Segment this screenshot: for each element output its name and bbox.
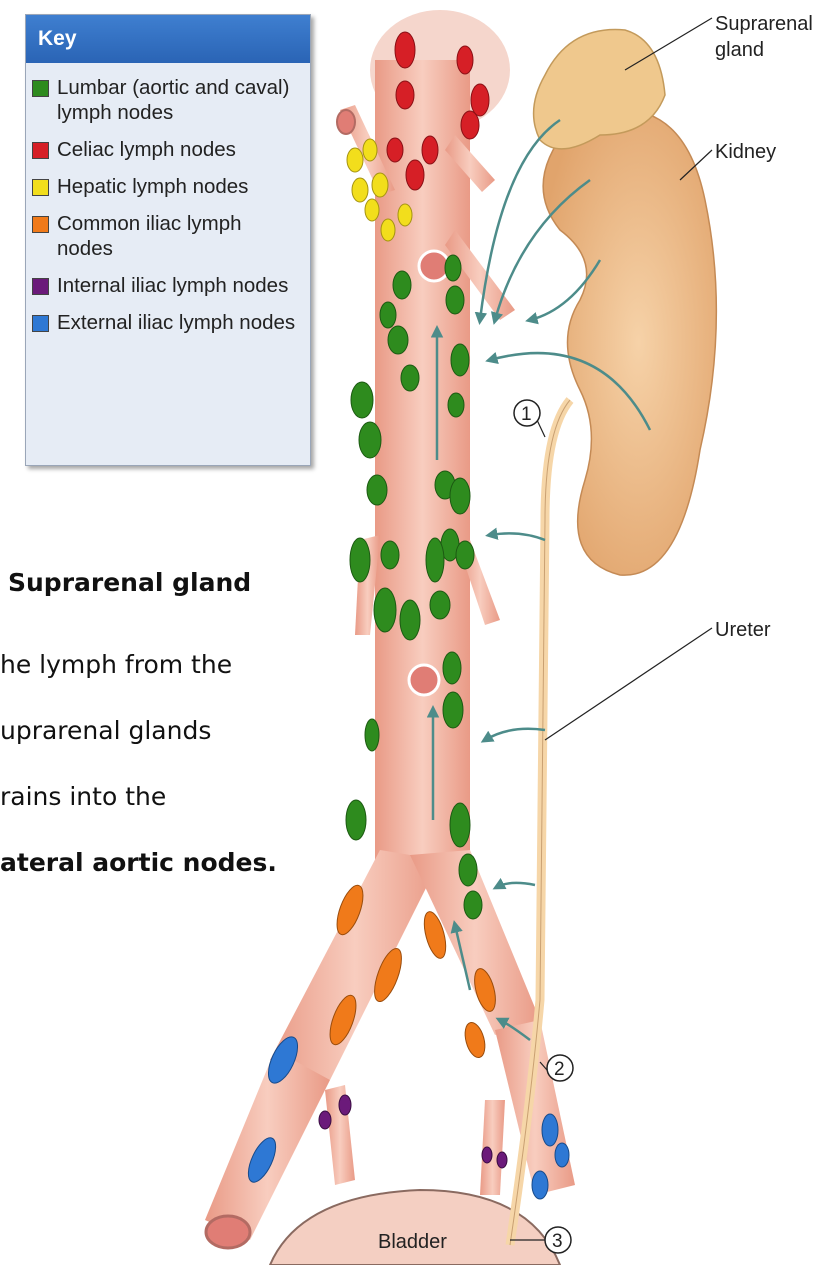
legend-item-common-iliac: Common iliac lymph nodes xyxy=(32,211,310,261)
legend-item-hepatic: Hepatic lymph nodes xyxy=(32,174,310,199)
legend-label-lumbar: Lumbar (aortic and caval) lymph nodes xyxy=(57,75,297,125)
legend-swatch-hepatic xyxy=(32,179,49,196)
label-bladder: Bladder xyxy=(378,1231,447,1253)
note-line-3: rains into the xyxy=(0,782,166,811)
mesenteric-artery-origin xyxy=(419,251,449,281)
note-title: Suprarenal gland xyxy=(8,568,251,597)
left-external-iliac-end xyxy=(206,1216,250,1248)
legend-key: Key Lumbar (aortic and caval) lymph node… xyxy=(25,14,311,466)
legend-swatch-celiac xyxy=(32,142,49,159)
legend-swatch-internal-iliac xyxy=(32,278,49,295)
legend-label-internal-iliac: Internal iliac lymph nodes xyxy=(57,273,297,298)
legend-swatch-common-iliac xyxy=(32,216,49,233)
label-suprarenal-line1: Suprarenal xyxy=(715,13,813,35)
legend-label-hepatic: Hepatic lymph nodes xyxy=(57,174,297,199)
legend-list: Lumbar (aortic and caval) lymph nodes Ce… xyxy=(26,63,310,335)
label-kidney: Kidney xyxy=(715,141,776,163)
inferior-mesenteric-origin xyxy=(409,665,439,695)
label-ureter: Ureter xyxy=(715,619,771,641)
legend-item-celiac: Celiac lymph nodes xyxy=(32,137,310,162)
legend-label-celiac: Celiac lymph nodes xyxy=(57,137,297,162)
kidney xyxy=(543,110,716,575)
legend-item-internal-iliac: Internal iliac lymph nodes xyxy=(32,273,310,298)
note-line-1: he lymph from the xyxy=(0,650,232,679)
label-suprarenal-gland: Suprarenal gland xyxy=(715,13,818,61)
legend-label-common-iliac: Common iliac lymph nodes xyxy=(57,211,297,261)
right-internal-iliac xyxy=(480,1100,505,1195)
legend-title: Key xyxy=(26,15,310,63)
legend-swatch-external-iliac xyxy=(32,315,49,332)
legend-item-external-iliac: External iliac lymph nodes xyxy=(32,310,310,335)
renal-branch-end xyxy=(337,110,355,134)
marker-3: 3 xyxy=(552,1231,563,1252)
note-line-4: ateral aortic nodes. xyxy=(0,848,277,877)
marker-2: 2 xyxy=(554,1059,565,1080)
legend-swatch-lumbar xyxy=(32,80,49,97)
label-suprarenal-line2: gland xyxy=(715,39,764,61)
legend-label-external-iliac: External iliac lymph nodes xyxy=(57,310,297,335)
note-line-2: uprarenal glands xyxy=(0,716,211,745)
legend-item-lumbar: Lumbar (aortic and caval) lymph nodes xyxy=(32,75,310,125)
marker-1: 1 xyxy=(521,404,532,425)
